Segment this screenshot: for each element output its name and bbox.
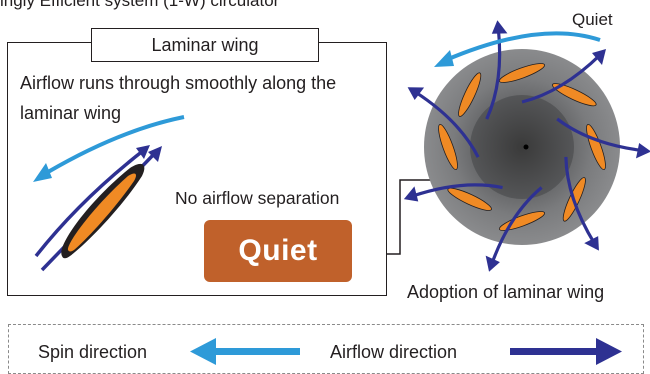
fan-quiet-label: Quiet <box>572 10 613 29</box>
fan-airflow-arrows <box>403 20 650 272</box>
legend-airflow-label: Airflow direction <box>330 342 458 362</box>
laminar-wing-icon <box>33 115 185 272</box>
cutoff-caption: ingly Efficient system (1-W) circulator <box>0 0 280 10</box>
fan-center <box>523 144 529 150</box>
airflow-description: Airflow runs through smoothly along the … <box>20 73 337 123</box>
quiet-badge: Quiet <box>204 220 352 282</box>
legend-spin-label: Spin direction <box>38 342 148 362</box>
airflow-arrow-icon <box>510 338 622 365</box>
wing-spin-arrow <box>46 115 185 174</box>
fan-hub <box>470 95 574 199</box>
laminar-wing-title: Laminar wing <box>91 28 319 62</box>
circulator-fan-icon <box>403 20 650 272</box>
no-separation-label: No airflow separation <box>175 188 340 208</box>
fan-blades <box>438 63 606 231</box>
spin-arrow-icon <box>190 338 300 365</box>
connector-line <box>387 179 436 255</box>
fan-spin-arrow <box>445 31 601 62</box>
fan-caption: Adoption of laminar wing <box>407 282 605 302</box>
wing-core <box>67 173 136 252</box>
wing-airflow-line-upper <box>34 148 146 258</box>
